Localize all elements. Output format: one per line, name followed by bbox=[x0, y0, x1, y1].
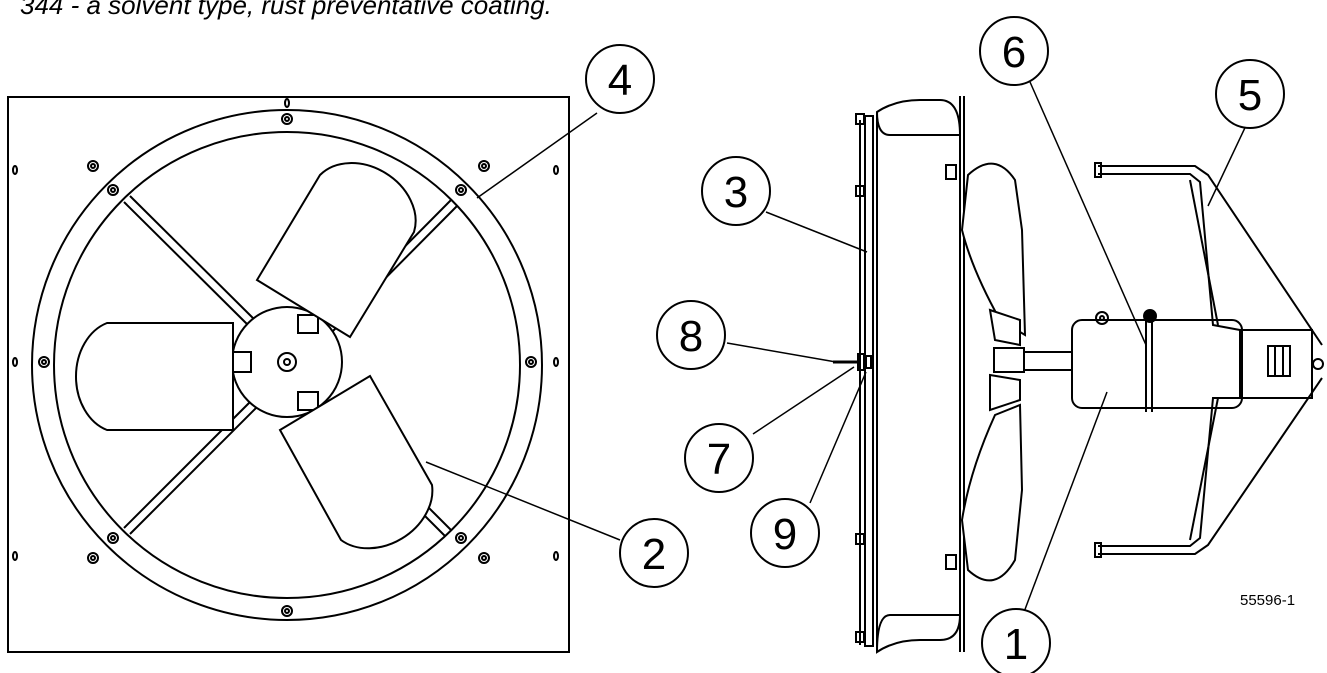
motor-body bbox=[1071, 319, 1243, 409]
side-hub bbox=[993, 347, 1025, 373]
callout-4: 4 bbox=[585, 44, 655, 114]
fan-housing-panel bbox=[7, 96, 570, 653]
svg-text:3: 3 bbox=[724, 168, 748, 217]
svg-text:9: 9 bbox=[773, 510, 797, 559]
edge-slots bbox=[12, 98, 559, 561]
side-blade-top bbox=[960, 162, 1027, 337]
callout-8: 8 bbox=[656, 300, 726, 370]
caption-text: 344 - a solvent type, rust preventative … bbox=[20, 0, 552, 20]
side-view bbox=[833, 96, 1324, 654]
side-guard-plate bbox=[864, 115, 874, 647]
side-blade-bottom bbox=[960, 403, 1024, 582]
callout-1: 1 bbox=[981, 608, 1051, 673]
plate-bolts bbox=[855, 113, 865, 643]
mounting-holes bbox=[38, 113, 537, 617]
callout-5: 5 bbox=[1215, 59, 1285, 129]
callouts: 1 2 3 4 5 6 7 8 bbox=[585, 16, 1285, 673]
svg-text:7: 7 bbox=[707, 435, 731, 484]
svg-text:1: 1 bbox=[1004, 620, 1028, 669]
callout-2: 2 bbox=[619, 518, 689, 588]
callout-3: 3 bbox=[701, 156, 771, 226]
svg-text:4: 4 bbox=[608, 56, 632, 105]
callout-7: 7 bbox=[684, 423, 754, 493]
callout-9: 9 bbox=[750, 498, 820, 568]
svg-text:6: 6 bbox=[1002, 28, 1026, 77]
motor-shaft bbox=[1023, 351, 1073, 371]
svg-text:8: 8 bbox=[679, 312, 703, 361]
svg-text:2: 2 bbox=[642, 530, 666, 579]
fan-blade-bottom bbox=[278, 374, 434, 550]
hub-bolt bbox=[277, 352, 297, 372]
fan-blade-left bbox=[75, 322, 234, 431]
callout-leaders bbox=[425, 81, 1252, 613]
venturi-ring-inner bbox=[53, 131, 521, 599]
callout-6: 6 bbox=[979, 16, 1049, 86]
motor-mount-bracket bbox=[1094, 162, 1323, 558]
figure-id: 55596-1 bbox=[1240, 592, 1295, 609]
venturi-ring-outer bbox=[31, 109, 543, 621]
housing-flange-top bbox=[875, 99, 962, 136]
housing-flange-bottom bbox=[875, 614, 962, 654]
svg-text:5: 5 bbox=[1238, 71, 1262, 120]
fan-blade-top bbox=[255, 162, 417, 339]
front-view bbox=[7, 96, 570, 653]
